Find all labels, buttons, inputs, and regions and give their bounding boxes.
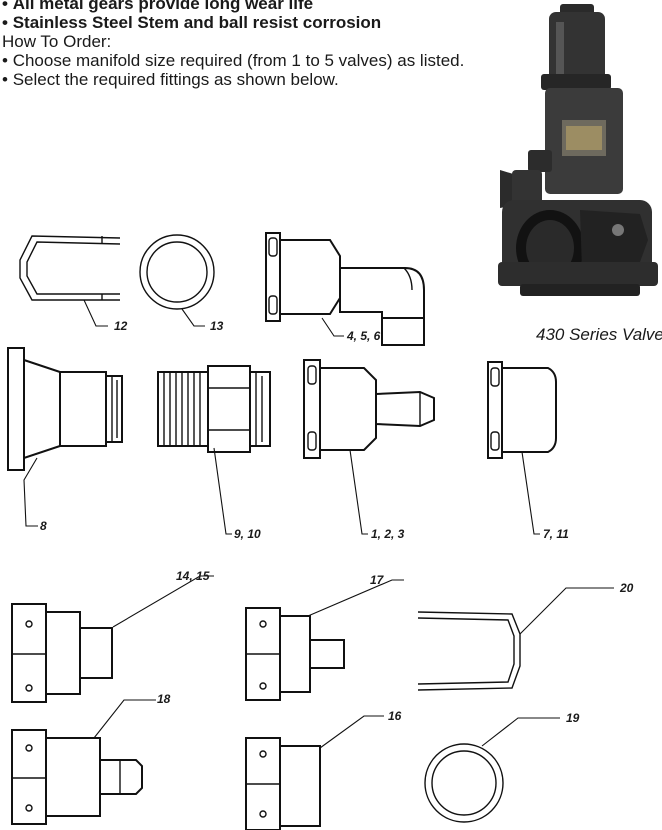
feature-text: All metal gears provide long wear life S… <box>2 0 522 89</box>
part-12-clip <box>19 235 121 301</box>
part-1-2-3-barb <box>303 359 435 459</box>
part-4-5-6-elbow <box>265 232 425 346</box>
callout-20: 20 <box>620 581 634 595</box>
part-18-barb <box>11 729 143 825</box>
callout-9-10: 9, 10 <box>234 527 261 541</box>
part-20-clip <box>417 611 521 691</box>
bullet-gears: All metal gears provide long wear life <box>2 0 522 13</box>
step-fittings: Select the required fittings as shown be… <box>2 70 522 89</box>
photo-caption: 430 Series Valve <box>536 325 662 344</box>
callout-16: 16 <box>388 709 402 723</box>
part-16-cap <box>245 737 321 830</box>
part-19-oring <box>424 743 504 823</box>
callout-1-2-3: 1, 2, 3 <box>371 527 405 541</box>
part-14-15-adapter <box>11 603 113 703</box>
valve-photo <box>498 4 658 296</box>
part-9-10-threaded <box>157 365 271 453</box>
bullet-stem: Stainless Steel Stem and ball resist cor… <box>2 13 522 32</box>
callout-7-11: 7, 11 <box>543 527 569 541</box>
step-manifold: Choose manifold size required (from 1 to… <box>2 51 522 70</box>
callout-8: 8 <box>40 519 47 533</box>
callout-18: 18 <box>157 692 171 706</box>
callout-13: 13 <box>210 319 224 333</box>
callout-12: 12 <box>114 319 128 333</box>
callout-14-15: 14, 15 <box>176 569 210 583</box>
part-17-adapter <box>245 607 345 701</box>
part-13-oring <box>139 234 215 310</box>
part-8-flange <box>7 347 123 471</box>
how-to-order-heading: How To Order: <box>2 32 112 51</box>
leader-lines <box>23 299 614 749</box>
callout-19: 19 <box>566 711 580 725</box>
part-7-11-cap <box>487 361 557 459</box>
callout-17: 17 <box>370 573 384 587</box>
callout-4-5-6: 4, 5, 6 <box>347 329 381 343</box>
